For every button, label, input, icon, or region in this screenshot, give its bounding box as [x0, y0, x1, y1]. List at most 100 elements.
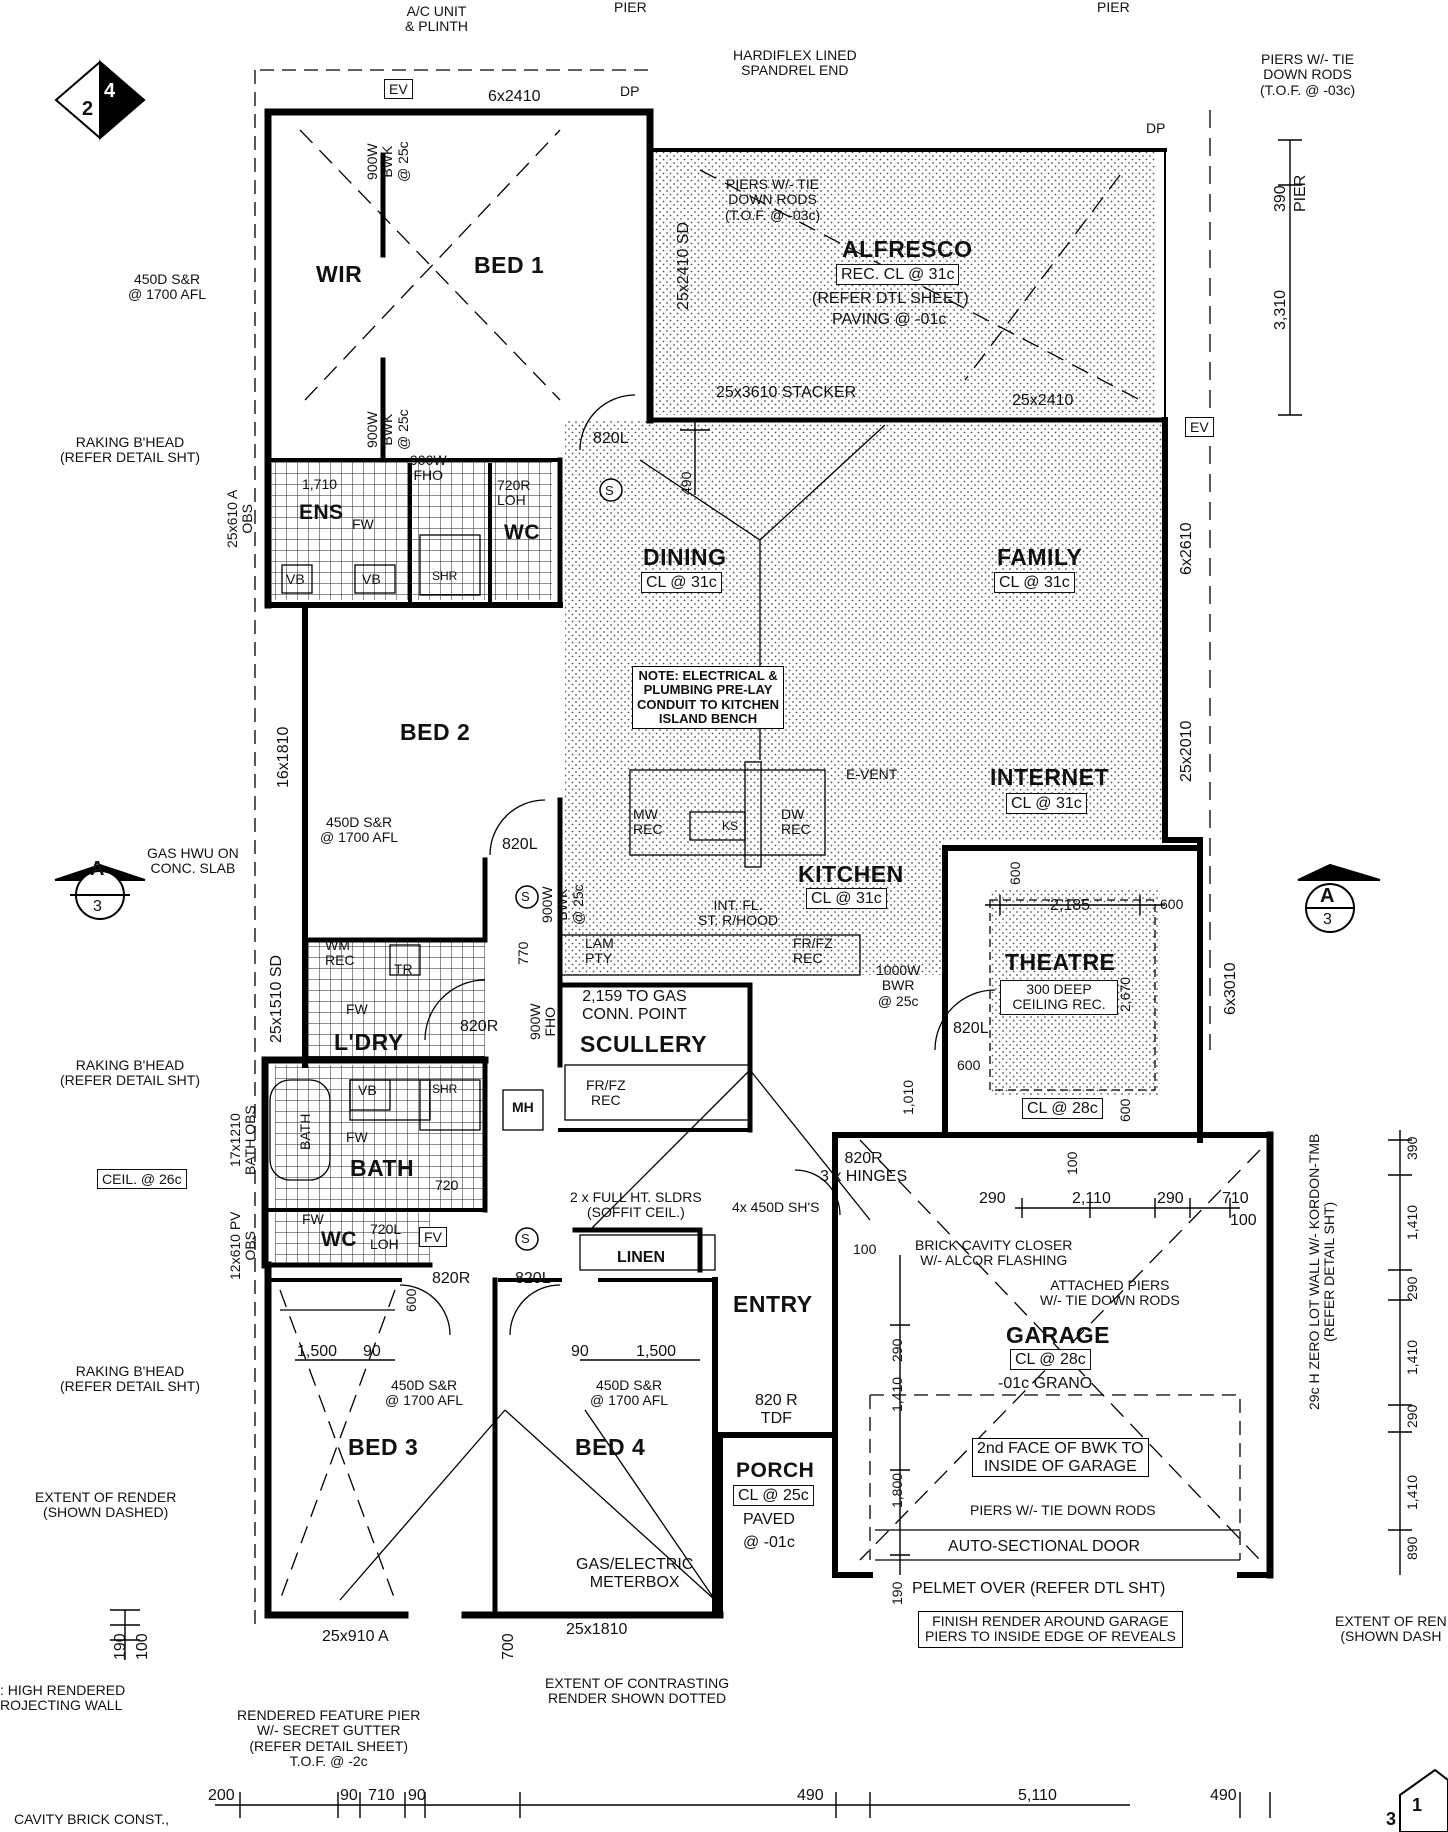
note-brickwork-face: 2nd FACE OF BWK TO INSIDE OF GARAGE: [972, 1438, 1149, 1478]
room-label-alfresco: ALFRESCO: [842, 236, 973, 262]
note-raking-bhead-1: RAKING B'HEAD (REFER DETAIL SHT): [60, 434, 201, 466]
dim-290-c: 290: [889, 1338, 905, 1362]
section-a-right-sheet: 3: [1323, 911, 1332, 928]
dim-190: 190: [112, 1633, 129, 1660]
dim-190-garage: 190: [889, 1581, 905, 1605]
fixture-shower-2: SHR: [432, 1082, 458, 1096]
dim-right-290-b: 290: [1404, 1404, 1420, 1428]
note-zero-lot-wall: 29c H ZERO LOT WALL W/- KORDON-TMB (REFE…: [1306, 1133, 1338, 1410]
note-raking-bhead-2: RAKING B'HEAD (REFER DETAIL SHT): [60, 1057, 201, 1089]
fixture-vb-1: VB: [286, 571, 305, 587]
window-25x2410-sd: 25x2410 SD: [675, 221, 692, 310]
note-finish-render: FINISH RENDER AROUND GARAGE PIERS TO INS…: [918, 1611, 1183, 1648]
fixture-manhole: MH: [512, 1099, 534, 1115]
window-25x1810: 25x1810: [566, 1621, 628, 1638]
elevation-marker-br-b: 1: [1412, 1795, 1423, 1815]
fixture-vb-2: VB: [362, 571, 381, 587]
room-label-scullery: SCULLERY: [580, 1031, 708, 1057]
door-820l-bed4: 820L: [515, 1270, 551, 1287]
note-sliding-doors: 2 x FULL HT. SLDRS (SOFFIT CEIL.): [570, 1189, 702, 1221]
dim-100-b: 100: [1230, 1212, 1257, 1229]
note-kitchen-conduit: NOTE: ELECTRICAL & PLUMBING PRE-LAY COND…: [632, 666, 785, 730]
note-450d-shs: 4x 450D SH'S: [732, 1199, 820, 1215]
smoke-detector-label-1: S: [605, 483, 614, 498]
kitchen-ceiling: CL @ 31c: [806, 888, 887, 909]
porch-paved: PAVED: [743, 1511, 795, 1528]
note-contrasting-render: EXTENT OF CONTRASTING RENDER SHOWN DOTTE…: [545, 1675, 730, 1707]
note-tdf-door: 820 R TDF: [755, 1392, 798, 1427]
room-label-ens: ENS: [299, 501, 344, 524]
note-450d-sr-3: 450D S&R @ 1700 AFL: [385, 1377, 464, 1409]
note-feature-pier: RENDERED FEATURE PIER W/- SECRET GUTTER …: [237, 1707, 421, 1770]
robe-900w-fho-2: 900W FHO: [527, 1003, 559, 1040]
fixture-fw-2: FW: [346, 1001, 368, 1017]
dim-right-1410-b: 1,410: [1404, 1339, 1420, 1375]
note-gas-connection: 2,159 TO GAS CONN. POINT: [582, 988, 687, 1023]
room-label-bed4: BED 4: [575, 1434, 646, 1460]
dim-right-1410-a: 1,410: [1404, 1204, 1420, 1240]
dim-710-a: 710: [1222, 1190, 1249, 1207]
elevation-marker-tl-b: 4: [104, 80, 116, 102]
smoke-detector-label-2: S: [521, 889, 530, 904]
note-attached-piers: ATTACHED PIERS W/- TIE DOWN RODS: [1040, 1277, 1180, 1309]
dimension-lines: [110, 139, 1412, 1818]
alfresco-paving: PAVING @ -01c: [832, 311, 947, 328]
dim-90-a: 90: [363, 1343, 381, 1360]
window-16x1810: 16x1810: [275, 726, 292, 788]
section-markers: [54, 59, 1448, 1832]
note-ceiling-26c: CEIL. @ 26c: [97, 1169, 187, 1189]
family-ceiling: CL @ 31c: [994, 572, 1075, 593]
room-label-bed1: BED 1: [474, 252, 545, 278]
door-720r-loh: 720R LOH: [497, 477, 531, 509]
window-12x610-pv: 12x610 PV OBS: [227, 1211, 259, 1281]
fixture-ks: KS: [722, 819, 739, 833]
dim-1410-a: 1,410: [889, 1376, 905, 1412]
theatre-ceiling-recess: 300 DEEP CEILING REC.: [1000, 980, 1118, 1015]
room-label-wc2: WC: [321, 1228, 357, 1251]
dim-bottom-200: 200: [208, 1787, 235, 1804]
dim-right-1410-c: 1,410: [1404, 1474, 1420, 1510]
room-label-entry: ENTRY: [733, 1291, 813, 1317]
window-25x1510-sd: 25x1510 SD: [268, 954, 285, 1043]
fixture-fw-1: FW: [352, 516, 374, 532]
elevation-marker-br-a: 3: [1386, 1809, 1397, 1829]
fixture-fridge-rec: FR/FZ REC: [793, 935, 833, 967]
note-cavity-brick: CAVITY BRICK CONST.,: [14, 1811, 170, 1827]
dim-1500-a: 1,500: [297, 1343, 338, 1360]
smoke-detector-icons: [515, 478, 623, 1251]
room-label-family: FAMILY: [997, 544, 1083, 570]
fixture-dp-1: DP: [620, 83, 640, 99]
dim-90-b: 90: [571, 1343, 589, 1360]
dim-bottom-710: 710: [368, 1787, 395, 1804]
window-6x3010: 6x3010: [1222, 962, 1239, 1016]
dim-600-e: 600: [403, 1288, 419, 1312]
dim-1710: 1,710: [302, 476, 338, 492]
window-6x2410-top: 6x2410: [488, 88, 541, 105]
fixture-dp-2: DP: [1146, 120, 1166, 136]
door-720l-loh: 720L LOH: [370, 1221, 402, 1253]
note-pelmet: PELMET OVER (REFER DTL SHT): [912, 1580, 1166, 1597]
note-raking-bhead-3: RAKING B'HEAD (REFER DETAIL SHT): [60, 1363, 201, 1395]
fixture-vb-3: VB: [358, 1082, 377, 1098]
dim-290-a: 290: [979, 1190, 1006, 1207]
dim-right-390: 390: [1404, 1136, 1420, 1160]
room-label-dining: DINING: [643, 544, 727, 570]
dim-100: 100: [134, 1633, 151, 1660]
dim-490: 490: [678, 471, 694, 495]
dim-bottom-490-a: 490: [797, 1787, 824, 1804]
window-6x2610: 6x2610: [1178, 522, 1195, 576]
note-piers-tie-alfresco: PIERS W/- TIE DOWN RODS (T.O.F. @ -03c): [725, 176, 821, 223]
smoke-detector-label-3: S: [521, 1231, 530, 1246]
dim-1010: 1,010: [900, 1079, 916, 1115]
room-label-wc1: WC: [504, 521, 540, 544]
dim-600-a: 600: [1007, 861, 1023, 885]
dim-bottom-90-a: 90: [340, 1787, 358, 1804]
door-820r-bed3: 820R: [432, 1270, 471, 1287]
garage-floor-level: -01c GRANO: [998, 1375, 1093, 1392]
door-820l-theatre: 820L: [953, 1020, 989, 1037]
dim-2670: 2,670: [1117, 976, 1133, 1012]
openings-and-hidden-lines: [254, 69, 1261, 1630]
dim-bottom-90-b: 90: [408, 1787, 426, 1804]
room-label-kitchen: KITCHEN: [798, 861, 904, 887]
